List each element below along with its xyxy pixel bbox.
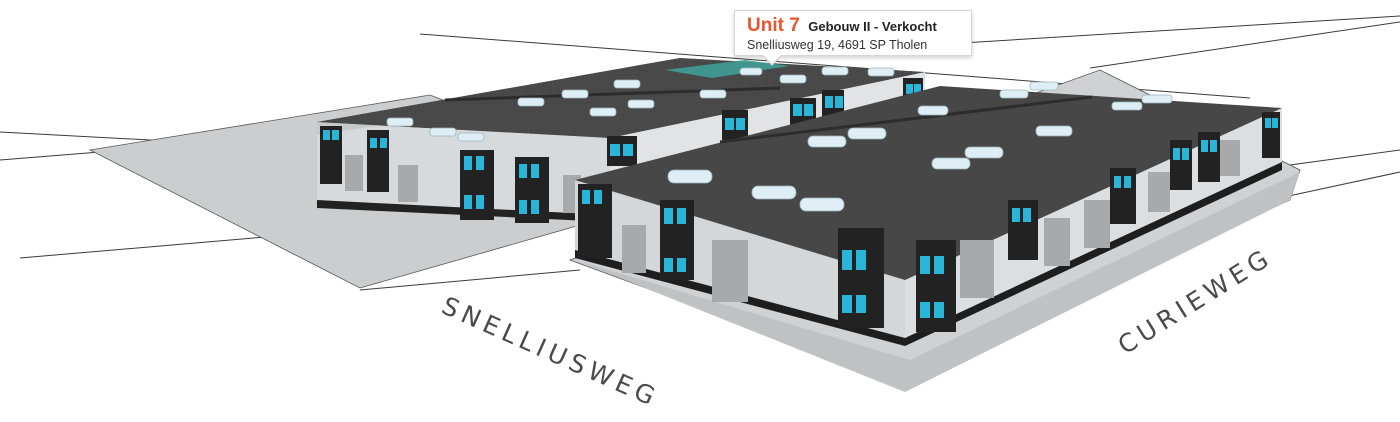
street-label-left: SNELLIUSWEG — [438, 291, 664, 413]
unit-7-highlight[interactable] — [665, 60, 790, 78]
unit-address: Snelliusweg 19, 4691 SP Tholen — [747, 38, 928, 52]
unit-tooltip[interactable]: Unit 7 Gebouw II - Verkocht Snelliusweg … — [734, 10, 972, 66]
tooltip-arrow — [763, 55, 781, 64]
tooltip-title-row: Unit 7 Gebouw II - Verkocht — [747, 16, 959, 37]
unit-title: Unit 7 — [747, 15, 800, 36]
building-gebouw-i[interactable] — [575, 81, 1282, 346]
unit-status: Gebouw II - Verkocht — [808, 19, 937, 34]
ground-shadow — [575, 172, 1300, 392]
